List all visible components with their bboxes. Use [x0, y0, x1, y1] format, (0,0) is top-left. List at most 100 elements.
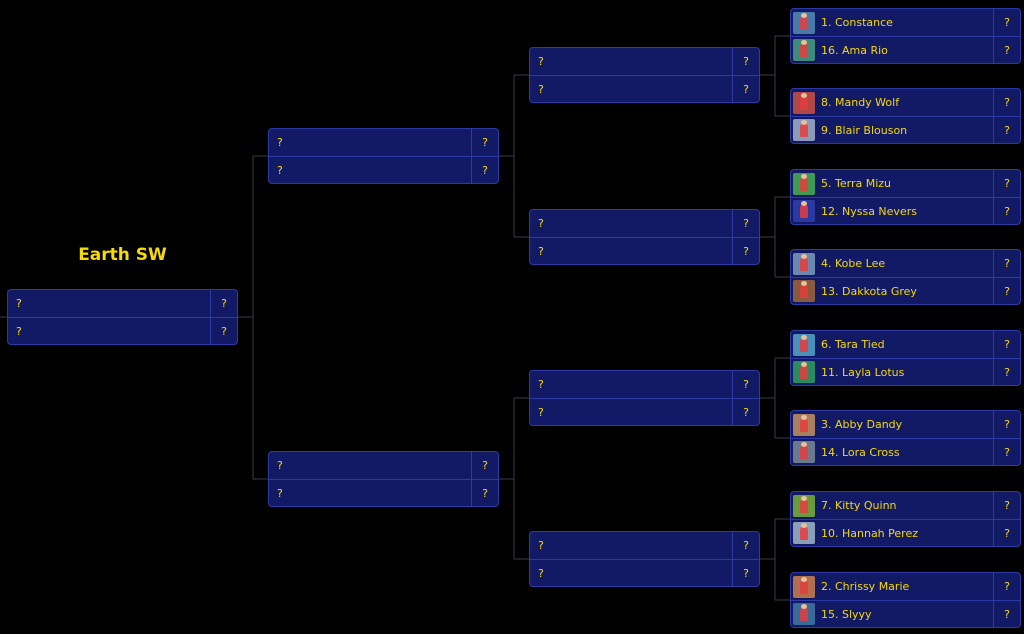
r1-match-6[interactable]: 3. Abby Dandy?14. Lora Cross?: [790, 410, 1021, 466]
competitor-slot[interactable]: 11. Layla Lotus?: [791, 358, 1020, 385]
competitor-avatar: [793, 119, 815, 141]
r1-match-8[interactable]: 2. Chrissy Marie?15. Slyyy?: [790, 572, 1021, 628]
r1-match-4[interactable]: 4. Kobe Lee?13. Dakkota Grey?: [790, 249, 1021, 305]
score-cell: ?: [993, 601, 1020, 627]
score-cell: ?: [732, 238, 759, 264]
competitor-name: 13. Dakkota Grey: [821, 284, 917, 298]
score-cell: ?: [993, 492, 1020, 519]
competitor-avatar: [793, 494, 815, 517]
tbd-name: ?: [538, 405, 544, 419]
r2-match-2[interactable]: ????: [529, 209, 760, 265]
score-cell: ?: [993, 9, 1020, 36]
tbd-slot[interactable]: ??: [269, 452, 498, 479]
competitor-slot[interactable]: 10. Hannah Perez?: [791, 519, 1020, 546]
r1-match-3[interactable]: 5. Terra Mizu?12. Nyssa Nevers?: [790, 169, 1021, 225]
score-cell: ?: [471, 157, 498, 183]
competitor-slot[interactable]: 6. Tara Tied?: [791, 331, 1020, 358]
score-cell: ?: [993, 359, 1020, 385]
score-cell: ?: [993, 250, 1020, 277]
tbd-name: ?: [538, 55, 544, 68]
score-cell: ?: [210, 290, 237, 317]
competitor-slot[interactable]: 7. Kitty Quinn?: [791, 492, 1020, 519]
tbd-slot[interactable]: ??: [530, 48, 759, 75]
tbd-name: ?: [16, 324, 22, 338]
competitor-name: 14. Lora Cross: [821, 445, 900, 459]
competitor-name: 9. Blair Blouson: [821, 123, 908, 137]
competitor-avatar: [793, 280, 815, 302]
tbd-name: ?: [277, 163, 283, 177]
score-cell: ?: [732, 371, 759, 398]
tbd-slot[interactable]: ??: [8, 290, 237, 317]
tbd-name: ?: [538, 217, 544, 230]
tbd-slot[interactable]: ??: [269, 156, 498, 183]
competitor-name: 4. Kobe Lee: [821, 257, 886, 270]
score-cell: ?: [993, 411, 1020, 438]
competitor-name: 7. Kitty Quinn: [821, 499, 897, 512]
competitor-avatar: [793, 200, 815, 222]
r2-match-3[interactable]: ????: [529, 370, 760, 426]
competitor-avatar: [793, 361, 815, 383]
r2-match-1[interactable]: ????: [529, 47, 760, 103]
tbd-name: ?: [538, 566, 544, 580]
tbd-slot[interactable]: ??: [269, 479, 498, 506]
score-cell: ?: [210, 318, 237, 344]
competitor-avatar: [793, 172, 815, 195]
competitor-avatar: [793, 39, 815, 61]
score-cell: ?: [732, 76, 759, 102]
score-cell: ?: [993, 170, 1020, 197]
score-cell: ?: [471, 452, 498, 479]
score-cell: ?: [732, 399, 759, 425]
tbd-slot[interactable]: ??: [530, 532, 759, 559]
competitor-slot[interactable]: 13. Dakkota Grey?: [791, 277, 1020, 304]
tbd-name: ?: [538, 378, 544, 391]
competitor-avatar: [793, 575, 815, 598]
competitor-slot[interactable]: 14. Lora Cross?: [791, 438, 1020, 465]
tbd-slot[interactable]: ??: [530, 559, 759, 586]
competitor-slot[interactable]: 3. Abby Dandy?: [791, 411, 1020, 438]
competitor-name: 3. Abby Dandy: [821, 418, 903, 431]
tbd-slot[interactable]: ??: [530, 210, 759, 237]
r4-match-1[interactable]: ????: [7, 289, 238, 345]
score-cell: ?: [993, 439, 1020, 465]
competitor-slot[interactable]: 2. Chrissy Marie?: [791, 573, 1020, 600]
competitor-slot[interactable]: 16. Ama Rio?: [791, 36, 1020, 63]
tbd-slot[interactable]: ??: [530, 371, 759, 398]
competitor-slot[interactable]: 12. Nyssa Nevers?: [791, 197, 1020, 224]
r1-match-1[interactable]: 1. Constance?16. Ama Rio?: [790, 8, 1021, 64]
tbd-slot[interactable]: ??: [530, 398, 759, 425]
tbd-slot[interactable]: ??: [530, 237, 759, 264]
tbd-slot[interactable]: ??: [269, 129, 498, 156]
competitor-slot[interactable]: 5. Terra Mizu?: [791, 170, 1020, 197]
competitor-slot[interactable]: 1. Constance?: [791, 9, 1020, 36]
tbd-slot[interactable]: ??: [530, 75, 759, 102]
competitor-name: 5. Terra Mizu: [821, 177, 891, 190]
tbd-slot[interactable]: ??: [8, 317, 237, 344]
competitor-name: 6. Tara Tied: [821, 338, 885, 351]
r1-match-5[interactable]: 6. Tara Tied?11. Layla Lotus?: [790, 330, 1021, 386]
score-cell: ?: [993, 520, 1020, 546]
competitor-slot[interactable]: 4. Kobe Lee?: [791, 250, 1020, 277]
competitor-slot[interactable]: 15. Slyyy?: [791, 600, 1020, 627]
competitor-avatar: [793, 11, 815, 34]
competitor-avatar: [793, 413, 815, 436]
score-cell: ?: [732, 532, 759, 559]
score-cell: ?: [993, 117, 1020, 143]
r3-match-1[interactable]: ????: [268, 128, 499, 184]
competitor-name: 15. Slyyy: [821, 607, 872, 621]
tbd-name: ?: [277, 486, 283, 500]
competitor-name: 2. Chrissy Marie: [821, 580, 910, 593]
competitor-slot[interactable]: 9. Blair Blouson?: [791, 116, 1020, 143]
r2-match-4[interactable]: ????: [529, 531, 760, 587]
r1-match-2[interactable]: 8. Mandy Wolf?9. Blair Blouson?: [790, 88, 1021, 144]
competitor-name: 8. Mandy Wolf: [821, 96, 900, 109]
competitor-slot[interactable]: 8. Mandy Wolf?: [791, 89, 1020, 116]
r1-match-7[interactable]: 7. Kitty Quinn?10. Hannah Perez?: [790, 491, 1021, 547]
r3-match-2[interactable]: ????: [268, 451, 499, 507]
score-cell: ?: [993, 198, 1020, 224]
score-cell: ?: [993, 278, 1020, 304]
tbd-name: ?: [538, 244, 544, 258]
competitor-name: 12. Nyssa Nevers: [821, 204, 917, 218]
score-cell: ?: [732, 48, 759, 75]
score-cell: ?: [993, 573, 1020, 600]
score-cell: ?: [993, 331, 1020, 358]
